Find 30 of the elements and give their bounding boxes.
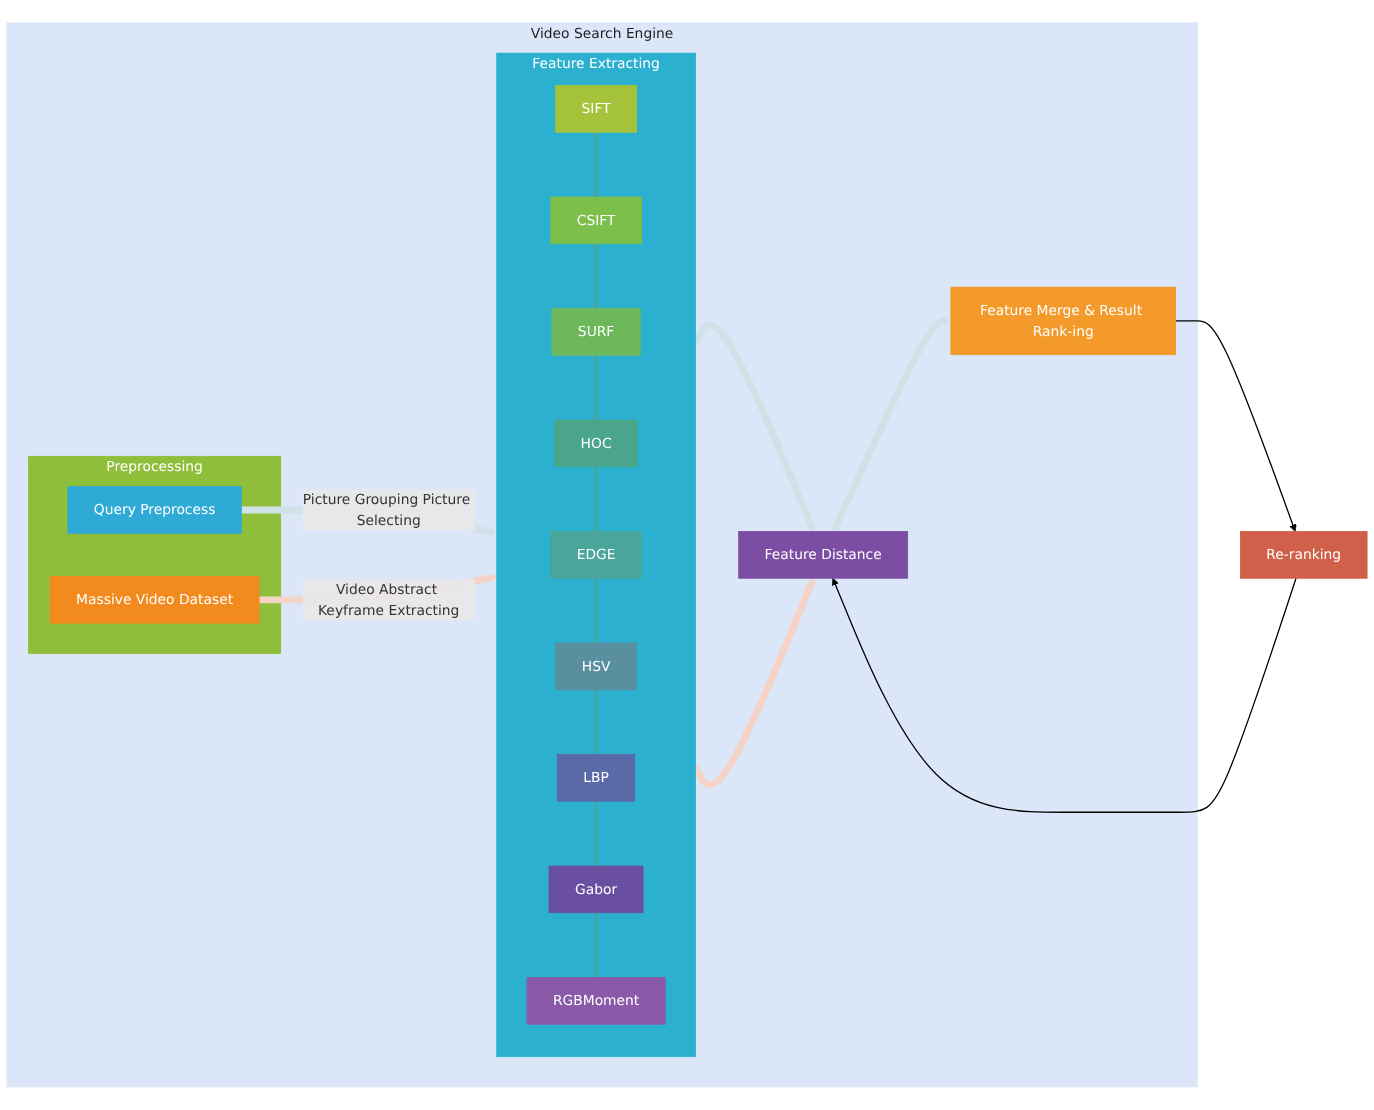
cluster	[496, 52, 696, 1058]
connector	[595, 354, 597, 421]
arrow	[831, 577, 1297, 813]
node-box	[526, 977, 666, 1025]
cluster	[6, 22, 1198, 1088]
node-box	[49, 576, 260, 624]
node-box	[67, 486, 242, 534]
node-box	[548, 865, 644, 914]
node-box	[556, 754, 636, 802]
connector	[595, 689, 597, 756]
node-box	[738, 531, 909, 579]
node-box	[551, 308, 641, 356]
node-box	[550, 531, 642, 579]
connector	[595, 131, 597, 198]
connector	[595, 466, 597, 533]
arrow	[692, 322, 816, 532]
arrow	[692, 577, 816, 788]
node-box	[555, 85, 637, 133]
node-box	[555, 642, 637, 691]
cluster	[28, 456, 282, 654]
connector	[595, 243, 597, 310]
connector	[595, 912, 597, 979]
node-box	[550, 196, 642, 245]
connector	[595, 577, 597, 644]
connector	[595, 800, 597, 867]
node-box	[554, 419, 638, 468]
node-box	[1240, 531, 1368, 579]
node-box	[950, 286, 1176, 356]
arrow	[830, 317, 952, 534]
arrow	[1174, 320, 1297, 532]
